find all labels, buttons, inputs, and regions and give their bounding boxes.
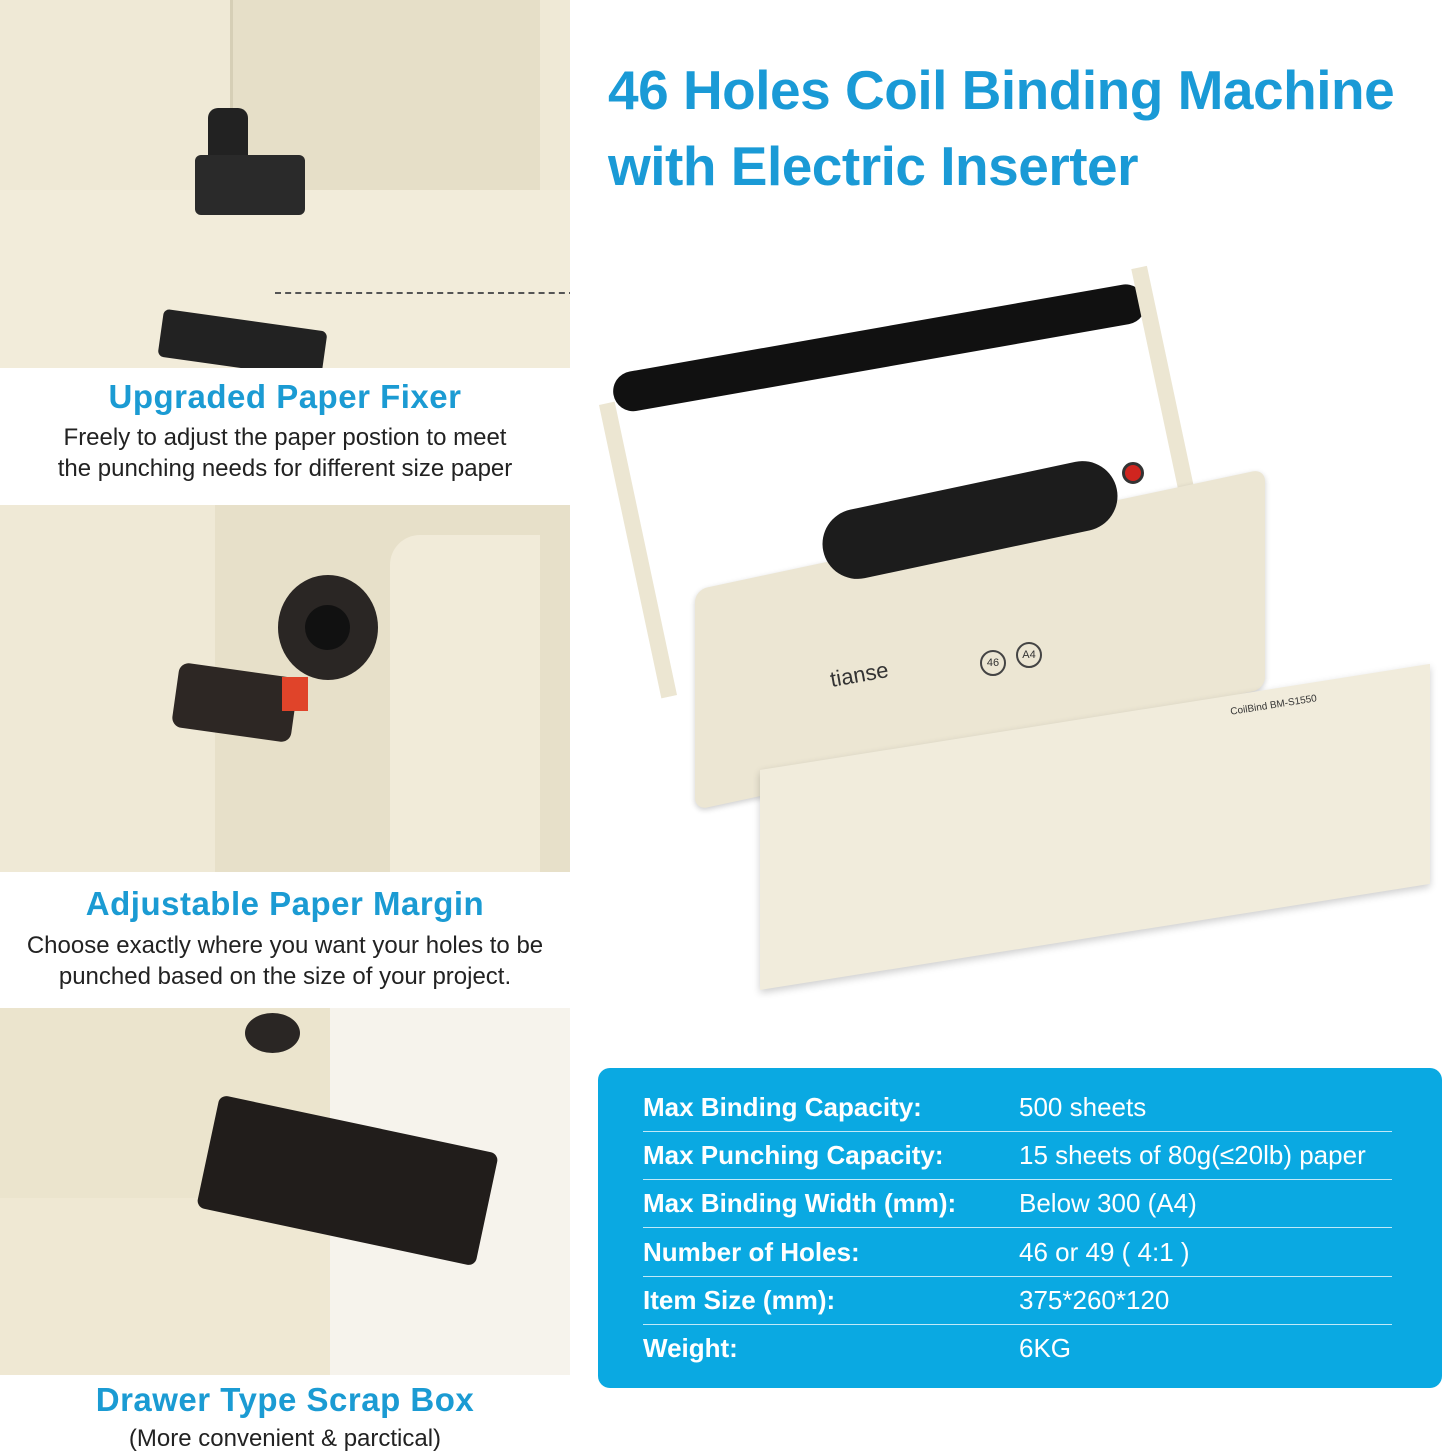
product-image: tianse 46 A4 CoilBind BM-S1550 xyxy=(598,250,1440,990)
spec-value: 15 sheets of 80g(≤20lb) paper xyxy=(1019,1140,1366,1170)
spec-value: 375*260*120 xyxy=(1019,1285,1170,1315)
spec-value: 46 or 49 ( 4:1 ) xyxy=(1019,1237,1190,1267)
spec-row: Item Size (mm): 375*260*120 xyxy=(643,1277,1392,1325)
feature-text: Freely to adjust the paper postion to me… xyxy=(0,422,570,484)
title-line: with Electric Inserter xyxy=(608,135,1139,197)
spec-label: Max Binding Width (mm): xyxy=(643,1188,957,1218)
feature-title: Drawer Type Scrap Box xyxy=(95,1381,475,1418)
spec-label: Weight: xyxy=(643,1333,738,1363)
spec-table: Max Binding Capacity: 500 sheets Max Punc… xyxy=(598,1068,1442,1388)
spec-value: Below 300 (A4) xyxy=(1019,1188,1197,1218)
feature-text-line: the punching needs for different size pa… xyxy=(57,455,513,482)
spec-row: Max Binding Width (mm): Below 300 (A4) xyxy=(643,1180,1392,1228)
scrap-box-photo xyxy=(0,1008,570,1375)
feature-text-line: Freely to adjust the paper postion to me… xyxy=(63,424,507,451)
spec-label: Max Punching Capacity: xyxy=(643,1140,944,1170)
power-button: 46 xyxy=(980,650,1006,676)
spec-label: Max Binding Capacity: xyxy=(643,1092,922,1122)
paper-fixer-photo xyxy=(0,0,570,368)
spec-row: Max Punching Capacity: 15 sheets of 80g(≤… xyxy=(643,1132,1392,1180)
spec-row: Weight: 6KG xyxy=(643,1325,1392,1373)
size-button: A4 xyxy=(1016,642,1042,668)
feature-title: Adjustable Paper Margin xyxy=(85,885,485,922)
feature-text: (More convenient & parctical) xyxy=(0,1423,570,1454)
spec-value: 500 sheets xyxy=(1019,1092,1147,1122)
page-title: 46 Holes Coil Binding Machine with Elect… xyxy=(608,52,1395,204)
feature-text-line: (More convenient & parctical) xyxy=(128,1425,442,1452)
spec-row: Max Binding Capacity: 500 sheets xyxy=(643,1084,1392,1132)
spec-label: Number of Holes: xyxy=(643,1237,860,1267)
spec-label: Item Size (mm): xyxy=(643,1285,836,1315)
spec-row: Number of Holes: 46 or 49 ( 4:1 ) xyxy=(643,1229,1392,1277)
feature-text: Choose exactly where you want your holes… xyxy=(0,930,570,992)
feature-title: Upgraded Paper Fixer xyxy=(108,378,462,415)
paper-margin-photo xyxy=(0,505,570,872)
spec-value: 6KG xyxy=(1019,1333,1072,1363)
feature-text-line: punched based on the size of your projec… xyxy=(58,963,512,990)
title-line: 46 Holes Coil Binding Machine xyxy=(608,59,1395,121)
feature-text-line: Choose exactly where you want your holes… xyxy=(26,932,544,959)
